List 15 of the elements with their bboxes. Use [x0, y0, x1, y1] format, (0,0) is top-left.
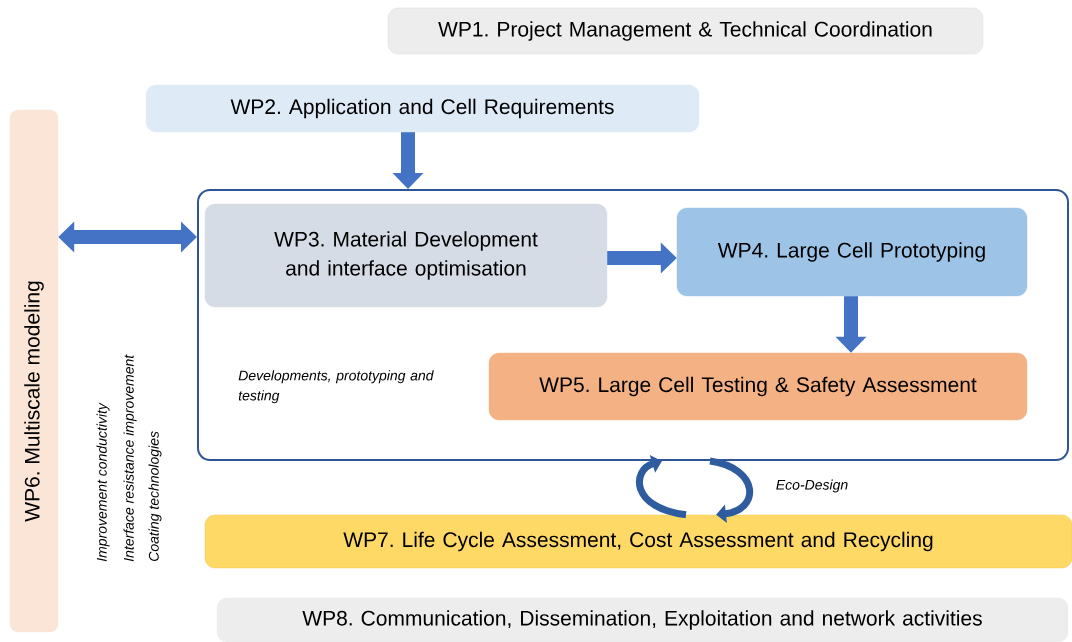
work-package-box: WP7. Life Cycle Assessment, Cost Assessment and Recycling — [204, 514, 1072, 569]
work-package-box: WP1. Project Management & Technical Coordination — [387, 7, 984, 55]
arrow — [636, 454, 687, 519]
side-note: Interface resistance improvement — [123, 354, 137, 562]
note: Developments, prototyping and testing — [238, 370, 434, 404]
work-package-box: WP2. Application and Cell Requirements — [145, 84, 700, 133]
edge-label: Eco-Design — [776, 479, 848, 493]
work-package-box: WP3. Material Development and interface optimisation — [204, 203, 608, 308]
work-package-box: WP8. Communication, Dissemination, Exploitation and network activities — [216, 597, 1069, 642]
arrow — [709, 457, 753, 523]
work-package-box: WP5. Large Cell Testing & Safety Assessment — [488, 352, 1028, 421]
side-note: Improvement conductivity — [96, 402, 110, 562]
work-package-box: WP6. Multiscale modeling — [9, 109, 59, 633]
side-note: Coating technologies — [148, 431, 162, 562]
work-package-box: WP4. Large Cell Prototyping — [676, 207, 1028, 297]
